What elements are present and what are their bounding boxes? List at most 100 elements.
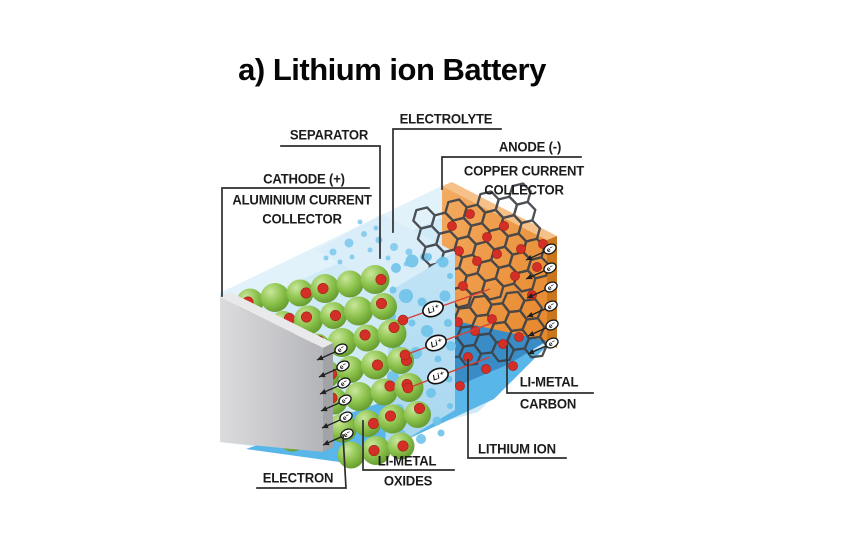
lithium-dot bbox=[508, 361, 518, 371]
lithium-dot bbox=[371, 359, 383, 371]
lithium-dot bbox=[481, 364, 491, 374]
pore bbox=[434, 355, 442, 363]
lithium-ion-symbol-text: Li⁺ bbox=[429, 337, 444, 350]
diagram-title: a) Lithium ion Battery bbox=[238, 52, 546, 87]
lithium-dot bbox=[402, 382, 414, 394]
lithium-dot bbox=[492, 249, 502, 259]
electron-symbol-text: e⁻ bbox=[547, 302, 557, 312]
lithium-dot bbox=[498, 339, 508, 349]
pore bbox=[337, 259, 343, 265]
lithium-ion-flow: Li⁺Li⁺Li⁺ bbox=[397, 288, 493, 394]
electron-symbol-text: e⁻ bbox=[339, 362, 349, 372]
pore bbox=[373, 225, 379, 231]
electron-symbol bbox=[336, 360, 350, 372]
aluminium-slab-front-face bbox=[220, 297, 323, 452]
pore bbox=[417, 297, 427, 307]
pore bbox=[390, 243, 398, 251]
ion-path-line bbox=[407, 356, 491, 389]
pore bbox=[447, 273, 453, 279]
pore bbox=[405, 248, 413, 256]
copper-slab-top-face bbox=[442, 182, 557, 240]
lithium-dot bbox=[465, 209, 475, 219]
label-electron: ELECTRON bbox=[262, 470, 334, 486]
pore bbox=[329, 248, 337, 256]
pointer-electron bbox=[256, 434, 347, 489]
electron-flow-anode: e⁻e⁻e⁻e⁻e⁻e⁻ bbox=[525, 243, 559, 355]
lithium-dot bbox=[397, 314, 409, 326]
li-metal-oxide-sphere bbox=[354, 410, 381, 437]
electron-flow-cathode: e⁻e⁻e⁻e⁻e⁻e⁻ bbox=[316, 343, 354, 446]
pore bbox=[375, 236, 383, 244]
lithium-dot bbox=[368, 444, 380, 456]
pore bbox=[444, 319, 452, 327]
lithium-ion-symbol bbox=[422, 300, 444, 318]
ion-path-line bbox=[402, 288, 491, 321]
electron-arrowhead bbox=[321, 406, 328, 412]
lithium-dot bbox=[384, 410, 396, 422]
electron-symbol-text: e⁻ bbox=[341, 396, 351, 406]
lithium-dot bbox=[447, 221, 457, 231]
electron-symbol-text: e⁻ bbox=[343, 430, 353, 440]
pore bbox=[323, 255, 329, 261]
pore bbox=[389, 286, 397, 294]
electron-symbol bbox=[340, 428, 354, 440]
lithium-dot bbox=[487, 314, 497, 324]
lithium-dot bbox=[454, 246, 464, 256]
aluminium-slab-top-face bbox=[220, 292, 333, 348]
electron-symbol bbox=[339, 411, 353, 423]
label-li-metal-carbon-line2: CARBON bbox=[519, 396, 577, 412]
pointer-li-metal-oxides bbox=[362, 420, 455, 471]
electron-symbol bbox=[338, 394, 352, 406]
pore bbox=[421, 325, 433, 337]
pore bbox=[437, 256, 449, 268]
label-separator: SEPARATOR bbox=[289, 127, 369, 143]
electron-arrowhead bbox=[528, 349, 535, 355]
separator-top-face bbox=[316, 214, 455, 291]
electron-arrowhead bbox=[527, 312, 534, 318]
lithium-dot bbox=[329, 309, 341, 321]
pore bbox=[405, 254, 419, 268]
electron-arrowhead bbox=[526, 274, 533, 280]
electron-arrowhead bbox=[319, 372, 326, 378]
pore bbox=[426, 388, 436, 398]
pointer-cathode bbox=[221, 187, 370, 297]
electron-symbol bbox=[334, 343, 348, 355]
electron-symbol bbox=[545, 319, 559, 331]
electron-arrowhead bbox=[526, 255, 533, 261]
li-metal-oxide-sphere bbox=[260, 283, 290, 312]
pointer-separator bbox=[280, 145, 381, 259]
label-electrolyte: ELECTROLYTE bbox=[399, 111, 493, 127]
pore bbox=[408, 319, 416, 327]
label-copper-collector-line1: COPPER CURRENT bbox=[463, 163, 585, 179]
pore bbox=[367, 247, 373, 253]
electron-arrowhead bbox=[322, 423, 329, 429]
pointer-anode bbox=[441, 156, 582, 190]
electron-arrowhead bbox=[323, 440, 330, 446]
electron-symbol bbox=[543, 243, 557, 255]
carbon-hex-ring bbox=[523, 335, 548, 359]
lithium-dot bbox=[413, 402, 425, 414]
li-metal-oxide-sphere bbox=[344, 382, 374, 411]
lithium-dot bbox=[458, 281, 468, 291]
electron-arrowhead bbox=[528, 331, 535, 337]
li-metal-oxide-sphere bbox=[336, 270, 364, 298]
lithium-dot bbox=[514, 332, 524, 342]
electron-symbol bbox=[337, 377, 351, 389]
pore bbox=[447, 403, 453, 409]
label-li-metal-oxides-line2: OXIDES bbox=[383, 473, 433, 489]
pore bbox=[349, 254, 355, 260]
label-li-metal-oxides-line1: LI-METAL bbox=[377, 453, 437, 469]
electron-symbol bbox=[544, 300, 558, 312]
lithium-dot bbox=[532, 262, 542, 272]
electron-arrowhead bbox=[317, 355, 324, 361]
lithium-ion-symbol bbox=[425, 334, 447, 352]
pore bbox=[437, 429, 445, 437]
lithium-dot bbox=[317, 282, 329, 294]
lithium-dot bbox=[455, 381, 465, 391]
electron-symbol-text: e⁻ bbox=[546, 245, 556, 255]
electron-symbol-text: e⁻ bbox=[342, 413, 352, 423]
pointer-li-metal-carbon bbox=[506, 345, 594, 394]
lithium-ion-symbol-text: Li⁺ bbox=[426, 303, 441, 316]
electron-symbol-text: e⁻ bbox=[548, 321, 558, 331]
